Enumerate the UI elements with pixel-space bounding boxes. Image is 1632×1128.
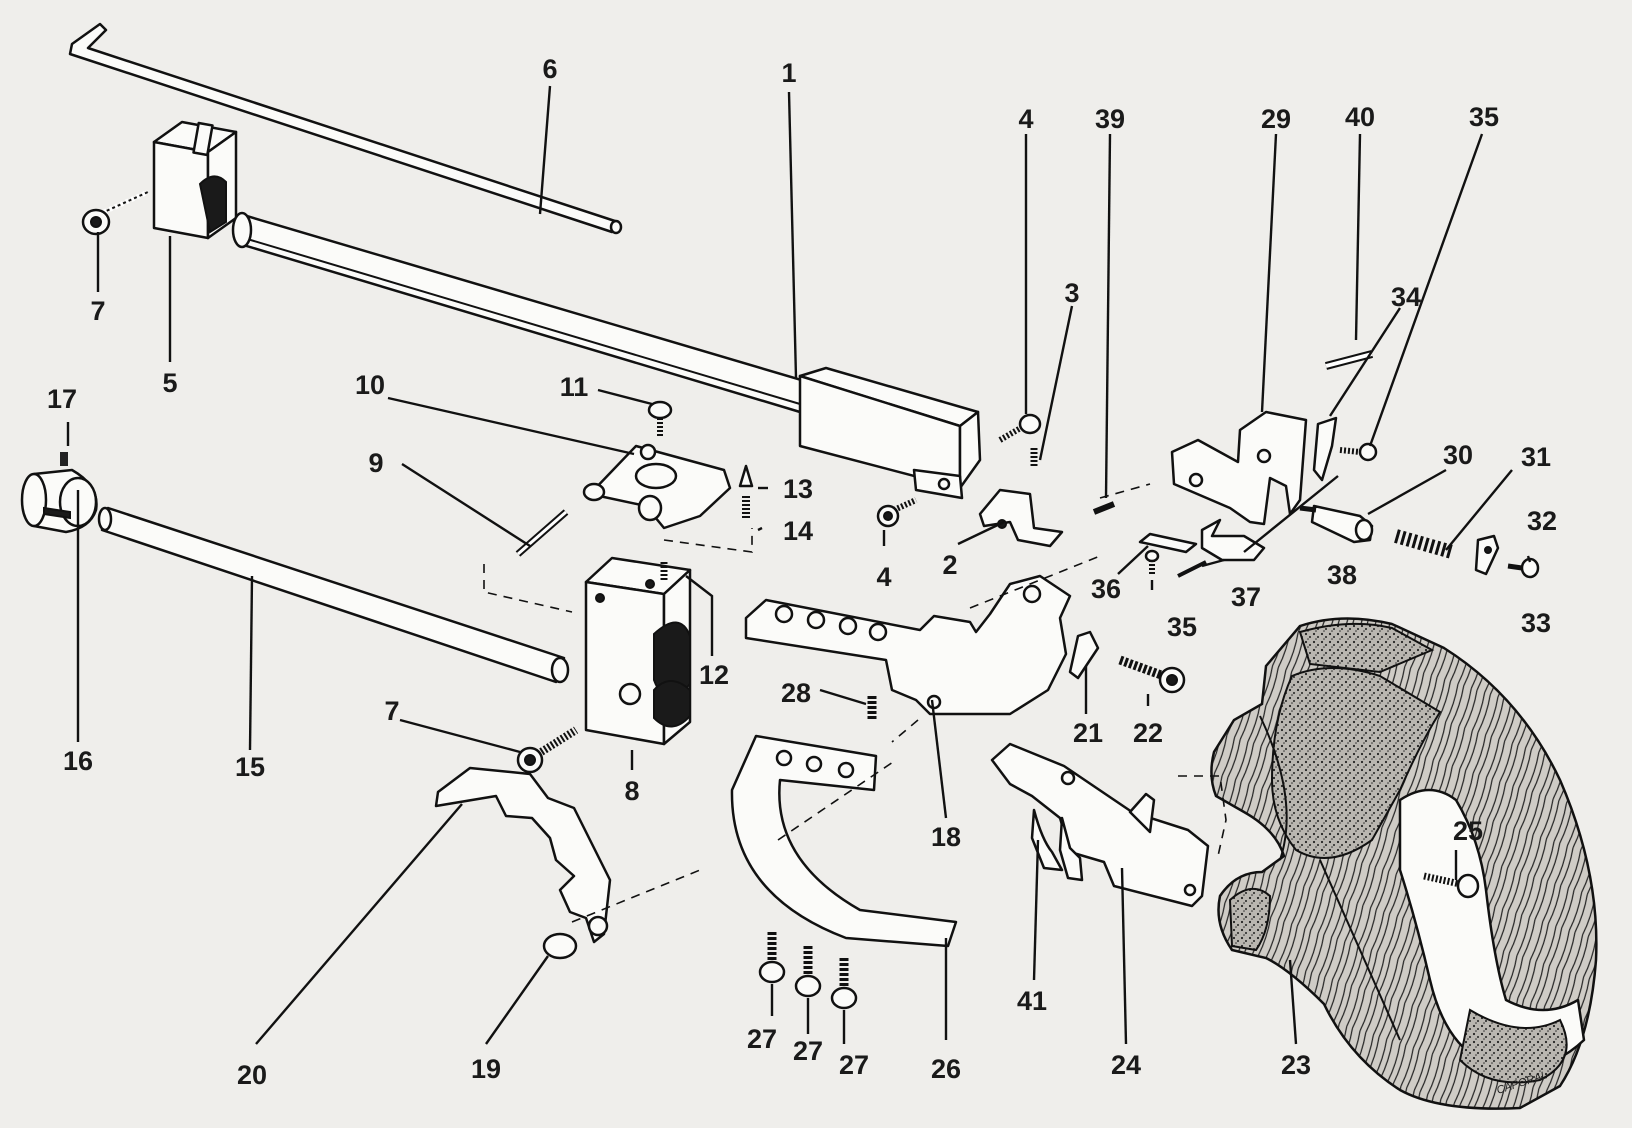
callout-3: 3 xyxy=(1064,278,1079,308)
callout-26: 26 xyxy=(931,1054,961,1084)
part-22-screw xyxy=(1118,655,1186,694)
callout-13: 13 xyxy=(783,474,813,504)
callout-labels: 6 1 7 5 4 39 29 40 35 3 34 10 11 9 13 14… xyxy=(47,54,1557,1090)
callout-17: 17 xyxy=(47,384,77,414)
part-15-rod xyxy=(97,506,570,684)
callout-4-lower: 4 xyxy=(876,562,891,592)
callout-7-upper: 7 xyxy=(90,296,105,326)
part-37-pin xyxy=(1177,560,1207,578)
part-17-set-screw xyxy=(60,452,68,466)
callout-9: 9 xyxy=(368,448,383,478)
callout-18: 18 xyxy=(931,822,961,852)
callout-14: 14 xyxy=(783,516,813,546)
part-7-screw-upper xyxy=(81,189,150,236)
callout-12: 12 xyxy=(699,660,729,690)
part-10-sight-plate xyxy=(582,443,732,530)
callout-31: 31 xyxy=(1521,442,1551,472)
part-16-collar xyxy=(20,468,98,534)
callout-27-a: 27 xyxy=(747,1024,777,1054)
part-35-screw-lower xyxy=(1144,549,1160,576)
part-2-bracket xyxy=(978,488,1064,548)
part-20-bracket xyxy=(434,766,612,944)
part-4-screw-upper xyxy=(998,413,1042,443)
part-7-screw-lower xyxy=(516,726,579,774)
callout-8: 8 xyxy=(624,776,639,806)
callout-4-upper: 4 xyxy=(1018,104,1033,134)
callout-36: 36 xyxy=(1091,574,1121,604)
part-32-washer xyxy=(1474,534,1500,576)
part-34-lever xyxy=(1312,416,1338,482)
leader-lines xyxy=(66,85,1532,1045)
part-11-screw xyxy=(647,400,673,438)
callout-20: 20 xyxy=(237,1060,267,1090)
callout-16: 16 xyxy=(63,746,93,776)
part-25-screw xyxy=(1423,872,1480,899)
part-13-cone-pin xyxy=(738,464,754,488)
callout-28: 28 xyxy=(781,678,811,708)
part-8-rear-block xyxy=(584,556,692,746)
callout-27-b: 27 xyxy=(793,1036,823,1066)
callout-6: 6 xyxy=(542,54,557,84)
callout-37: 37 xyxy=(1231,582,1261,612)
part-19-plug xyxy=(542,932,578,960)
part-26-grip-strap xyxy=(730,734,958,948)
callout-22: 22 xyxy=(1133,718,1163,748)
callout-11: 11 xyxy=(560,372,589,402)
part-4-screw-lower xyxy=(876,497,918,528)
callout-15: 15 xyxy=(235,752,265,782)
part-38-sear xyxy=(1200,518,1266,562)
part-6-rod xyxy=(68,22,623,235)
part-36-plate xyxy=(1138,532,1198,554)
callout-38: 38 xyxy=(1327,560,1357,590)
part-39-pin xyxy=(1092,501,1116,515)
part-23-grip: CAPORAL xyxy=(1210,617,1598,1110)
part-40-pin xyxy=(1324,350,1374,370)
callout-27-c: 27 xyxy=(839,1050,869,1080)
callout-10: 10 xyxy=(355,370,385,400)
part-30-plunger xyxy=(1299,504,1374,544)
callout-2: 2 xyxy=(942,550,957,580)
callout-40: 40 xyxy=(1345,102,1375,132)
part-31-spring xyxy=(1394,529,1454,559)
callout-35-lower: 35 xyxy=(1167,612,1197,642)
callout-29: 29 xyxy=(1261,104,1291,134)
part-29-rear-body xyxy=(1170,410,1308,526)
part-5-front-block xyxy=(152,120,238,240)
part-27-screws xyxy=(758,932,858,1010)
callout-41: 41 xyxy=(1017,986,1047,1016)
callout-21: 21 xyxy=(1073,718,1103,748)
callout-32: 32 xyxy=(1527,506,1557,536)
callout-5: 5 xyxy=(162,368,177,398)
assembly-dashed-lines xyxy=(483,483,1227,923)
callout-24: 24 xyxy=(1111,1050,1141,1080)
callout-39: 39 xyxy=(1095,104,1125,134)
callout-33: 33 xyxy=(1521,608,1551,638)
callout-30: 30 xyxy=(1443,440,1473,470)
part-1-barrel-receiver xyxy=(231,211,982,500)
callout-34: 34 xyxy=(1391,282,1421,312)
part-35-screw-upper xyxy=(1339,442,1378,462)
callout-23: 23 xyxy=(1281,1050,1311,1080)
callout-1: 1 xyxy=(781,58,796,88)
part-21-plate xyxy=(1068,630,1100,680)
callout-35-upper: 35 xyxy=(1469,102,1499,132)
callout-19: 19 xyxy=(471,1054,501,1084)
callout-25: 25 xyxy=(1453,816,1483,846)
part-33-screw xyxy=(1507,557,1540,579)
part-24-trigger-mechanism xyxy=(990,742,1210,908)
callout-7-lower: 7 xyxy=(384,696,399,726)
part-9-pin xyxy=(515,509,569,557)
